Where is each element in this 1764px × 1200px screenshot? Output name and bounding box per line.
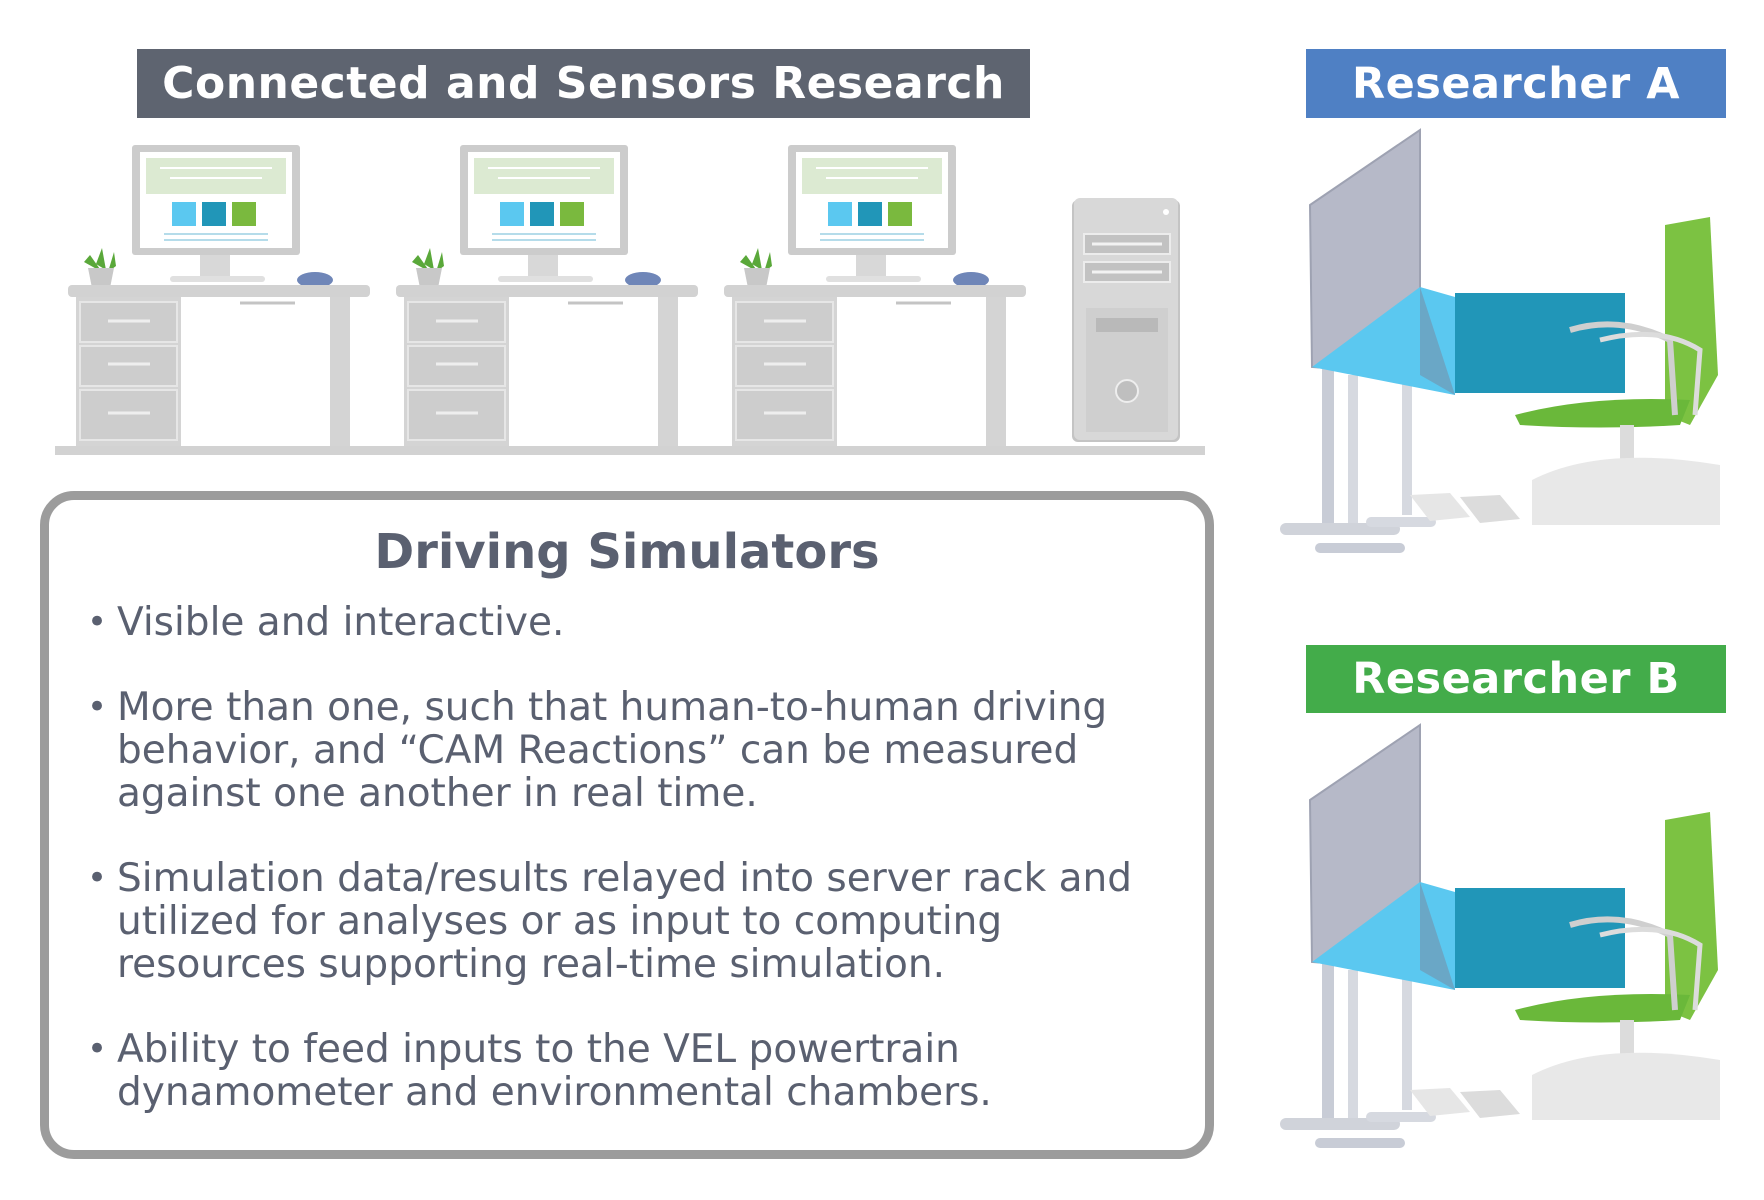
bullet-dot: • xyxy=(87,687,108,727)
steering-cockpit-icon xyxy=(1280,128,1625,553)
bullet-item: • Ability to feed inputs to the VEL powe… xyxy=(87,1028,1197,1114)
computer-desk-icon xyxy=(68,145,370,447)
bullet-text: Visible and interactive. xyxy=(117,600,565,645)
researcher-b-banner: Researcher B xyxy=(1306,645,1726,713)
driving-simulator-b-illustration xyxy=(1280,723,1720,1148)
bullet-text: Ability to feed inputs to the VEL powert… xyxy=(117,1027,992,1115)
bullet-item: • Visible and interactive. xyxy=(87,601,1197,644)
bullet-dot: • xyxy=(87,1029,108,1069)
connected-sensors-banner: Connected and Sensors Research xyxy=(137,49,1030,118)
bullet-dot: • xyxy=(87,602,108,642)
bullet-item: • Simulation data/results relayed into s… xyxy=(87,857,1197,986)
bullet-text: Simulation data/results relayed into ser… xyxy=(117,856,1132,987)
driving-simulators-panel: Driving Simulators • Visible and interac… xyxy=(40,491,1214,1159)
bullet-dot: • xyxy=(87,858,108,898)
steering-cockpit-icon xyxy=(1280,723,1625,1148)
chair-icon xyxy=(1515,812,1720,1120)
driving-simulator-a-illustration xyxy=(1280,128,1720,553)
computer-desk-icon xyxy=(396,145,698,447)
lab-workstations-illustration xyxy=(55,145,1205,455)
panel-title: Driving Simulators xyxy=(374,524,880,580)
bullet-item: • More than one, such that human-to-huma… xyxy=(87,686,1197,815)
server-tower-icon xyxy=(1072,198,1180,442)
bullet-text: More than one, such that human-to-human … xyxy=(117,685,1108,816)
computer-desk-icon xyxy=(724,145,1026,447)
chair-icon xyxy=(1515,217,1720,525)
researcher-a-banner: Researcher A xyxy=(1306,49,1726,118)
